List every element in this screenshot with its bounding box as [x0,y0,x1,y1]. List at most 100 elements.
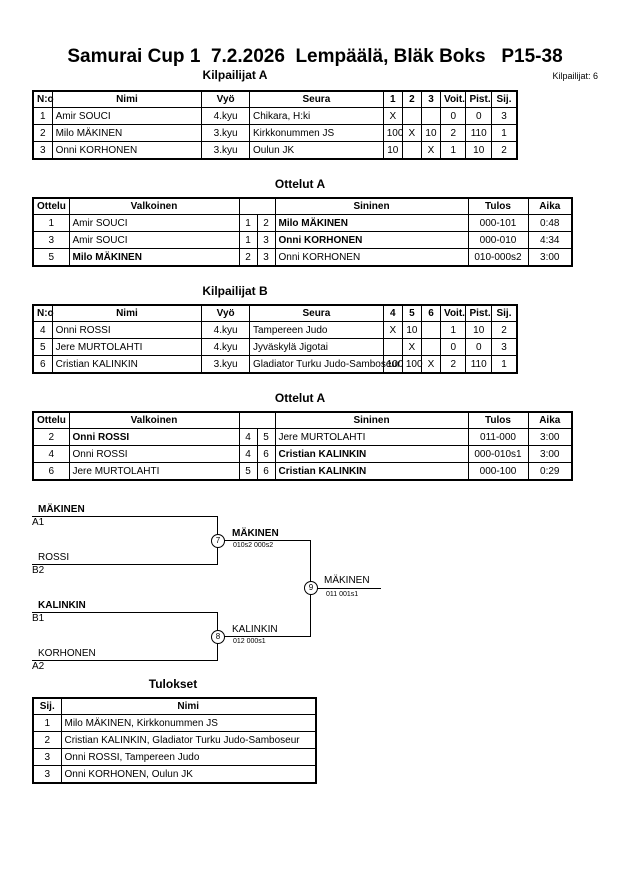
table-cell: 3 [256,248,276,267]
table-cell: Amir SOUCI [51,107,203,125]
table-cell: 0 [465,338,492,356]
table-cell: 3 [490,338,518,356]
column-header: 6 [420,304,442,322]
column-header: Seura [249,304,384,322]
column-header: Ottelu [32,197,70,215]
sf2-bottom-name: KORHONEN [38,648,96,659]
table-cell: Oulun JK [249,141,384,160]
sf2-match-number: 8 [211,630,225,644]
table-cell: Onni ROSSI, Tampereen Judo [60,748,317,766]
pool-a-caption: Kilpailijat A [202,68,268,82]
sf1-winner-line [224,540,311,541]
table-cell: 010-000s2 [467,248,529,267]
table-cell: 0 [465,107,492,125]
table-cell: Jere MURTOLAHTI [51,338,203,356]
table-cell: Jere MURTOLAHTI [68,462,240,481]
table-cell: 2 [32,731,62,749]
sf2-top-seed: B1 [32,613,45,624]
table-cell: 3 [256,231,276,249]
column-header: Ottelu [32,411,70,429]
sf2-bottom-seed: A2 [32,661,45,672]
table-cell: Cristian KALINKIN [274,445,469,463]
table-cell: Cristian KALINKIN, Gladiator Turku Judo-… [60,731,317,749]
table-cell: X [401,338,422,356]
column-header: Sij. [32,697,62,715]
column-header: 3 [420,90,442,108]
column-header: 1 [382,90,403,108]
column-header: Tulos [467,197,529,215]
table-cell: 1 [440,321,467,339]
table-cell: Jyväskylä Jigotai [249,338,384,356]
table-cell: 3.kyu [201,141,250,160]
table-cell: 4.kyu [201,107,250,125]
column-header: Sij. [490,90,518,108]
table-cell: 4 [32,445,70,463]
table-cell: 4 [238,445,258,463]
table-cell: 4 [32,321,53,339]
table-cell: 1 [32,214,70,232]
table-cell: Onni KORHONEN [274,231,469,249]
table-cell [382,338,403,356]
sf2-winner-line [224,636,311,637]
table-cell: X [382,107,403,125]
table-cell: 2 [238,248,258,267]
table-cell: Jere MURTOLAHTI [274,428,469,446]
results-caption: Tulokset [148,677,198,691]
table-cell: 10 [382,141,403,160]
table-cell [420,338,442,356]
sf1-score: 010s2 000s2 [233,542,274,549]
table-cell: 2 [32,124,53,142]
table-cell: Onni ROSSI [51,321,203,339]
table-cell: X [420,141,442,160]
table-cell: 110 [465,355,492,374]
table-cell: Onni ROSSI [68,445,240,463]
table-cell: 100 [382,124,403,142]
table-cell: 2 [256,214,276,232]
sf1-bottom-name: ROSSI [38,552,70,563]
sf1-bottom-line [32,564,218,565]
column-header: Voit. [440,304,467,322]
sf2-top-line [32,612,218,613]
table-cell: Milo MÄKINEN [68,248,240,267]
table-cell: Onni KORHONEN [51,141,203,160]
column-header: Vyö [201,90,250,108]
table-cell: 3 [490,107,518,125]
column-header [238,197,276,215]
table-cell: Kirkkonummen JS [249,124,384,142]
table-cell: Amir SOUCI [68,231,240,249]
table-cell: 011-000 [467,428,529,446]
table-cell: X [420,355,442,374]
table-cell: Amir SOUCI [68,214,240,232]
table-cell: 1 [440,141,467,160]
table-cell: 0:29 [527,462,573,481]
table-cell: 4.kyu [201,321,250,339]
column-header: Vyö [201,304,250,322]
page-title: Samurai Cup 1 7.2.2026 Lempäälä, Bläk Bo… [67,46,563,67]
table-cell: 0:48 [527,214,573,232]
sf1-top-name: MÄKINEN [38,504,85,515]
sf1-match-number: 7 [211,534,225,548]
table-cell: Cristian KALINKIN [274,462,469,481]
table-cell: 2 [440,124,467,142]
sf1-top-line [32,516,218,517]
table-cell: 4:34 [527,231,573,249]
final-match-number: 9 [304,581,318,595]
table-cell: 5 [32,338,53,356]
table-cell: 4.kyu [201,338,250,356]
column-header: Sininen [274,411,469,429]
table-cell: 1 [32,714,62,732]
table-cell: 3:00 [527,445,573,463]
matches-b-caption: Ottelut A [274,391,326,405]
sf2-bottom-line [32,660,218,661]
table-cell: 3 [32,141,53,160]
